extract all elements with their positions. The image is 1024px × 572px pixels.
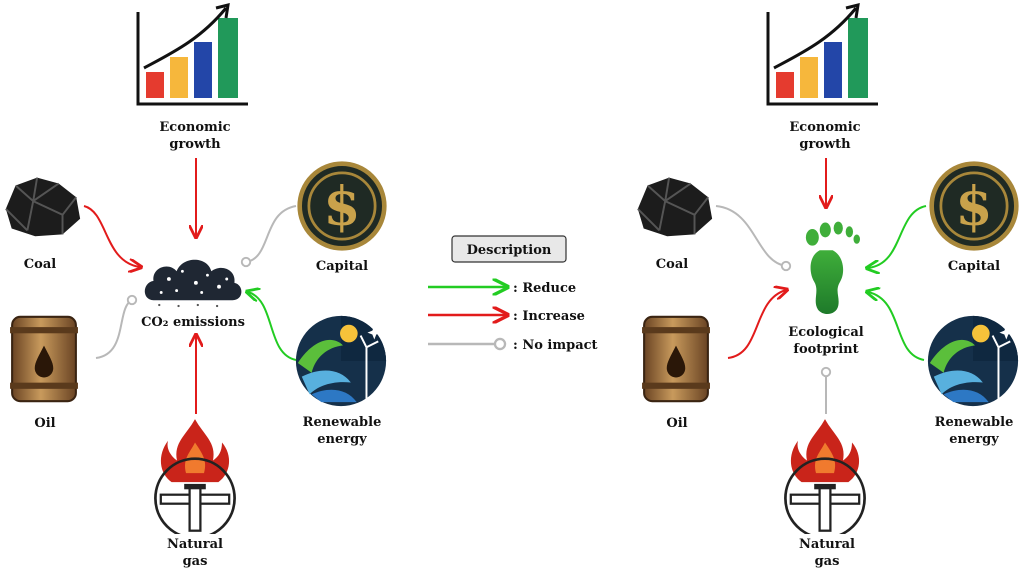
legend-title: Description — [467, 243, 552, 258]
right-footprint-label-1: Ecological — [788, 325, 863, 340]
oil-to-footprint-increase-arrow — [727, 290, 786, 359]
right-oil-label: Oil — [666, 416, 687, 431]
green-footprint-icon — [805, 221, 860, 315]
legend-no-impact-label: : No impact — [513, 338, 598, 353]
legend-increase-label: : Increase — [513, 309, 585, 324]
left-economic-growth-label-2: growth — [169, 137, 221, 152]
economic-growth-chart-icon — [766, 3, 880, 106]
gas-flame-pipe-icon — [154, 417, 236, 534]
coal-rock-icon — [4, 176, 82, 238]
smoke-cloud-icon — [144, 259, 242, 308]
oil-to-co2-no-impact-link — [95, 294, 138, 359]
legend-reduce-label: : Reduce — [513, 281, 576, 296]
coal-to-co2-increase-arrow — [83, 205, 140, 267]
left-coal-label: Coal — [24, 257, 56, 272]
left-oil-label: Oil — [34, 416, 55, 431]
renewable-energy-icon — [294, 314, 388, 408]
oil-barrel-icon — [641, 315, 711, 403]
right-economic-growth-label-1: Economic — [789, 120, 860, 135]
left-renewable-label-1: Renewable — [303, 415, 382, 430]
economic-growth-chart-icon — [136, 3, 250, 106]
right-renewable-label-1: Renewable — [935, 415, 1014, 430]
right-coal-label: Coal — [656, 257, 688, 272]
right-economic-growth-label-2: growth — [799, 137, 851, 152]
coal-to-footprint-no-impact-link — [715, 205, 792, 272]
right-natural-gas-label-1: Natural — [799, 537, 855, 552]
left-co2-label: CO₂ emissions — [141, 315, 245, 330]
gas-flame-pipe-icon — [784, 417, 866, 534]
coal-rock-icon — [636, 176, 714, 238]
oil-barrel-icon — [9, 315, 79, 403]
dollar-coin-icon — [932, 164, 1017, 249]
left-natural-gas-label-1: Natural — [167, 537, 223, 552]
left-natural-gas-label-2: gas — [183, 554, 208, 569]
capital-to-footprint-reduce-arrow — [868, 205, 927, 268]
left-capital-label: Capital — [316, 259, 368, 274]
legend: Description : Reduce : Increase : No imp… — [428, 235, 598, 353]
right-renewable-label-2: energy — [949, 432, 999, 447]
dollar-coin-icon — [300, 164, 385, 249]
right-footprint-label-2: footprint — [793, 342, 858, 357]
right-natural-gas-label-2: gas — [815, 554, 840, 569]
right-capital-label: Capital — [948, 259, 1000, 274]
renewable-to-footprint-reduce-arrow — [868, 292, 925, 361]
renewable-energy-icon — [926, 314, 1020, 408]
right-diagram: Economic growth Coal Oil Natural gas Cap… — [636, 3, 1020, 569]
left-economic-growth-label-1: Economic — [159, 120, 230, 135]
capital-to-co2-no-impact-link — [240, 205, 297, 268]
left-renewable-label-2: energy — [317, 432, 367, 447]
legend-title-box — [451, 235, 567, 263]
renewable-to-co2-reduce-arrow — [248, 292, 297, 361]
left-diagram: Economic growth Coal Oil Natural gas Cap… — [4, 3, 388, 569]
